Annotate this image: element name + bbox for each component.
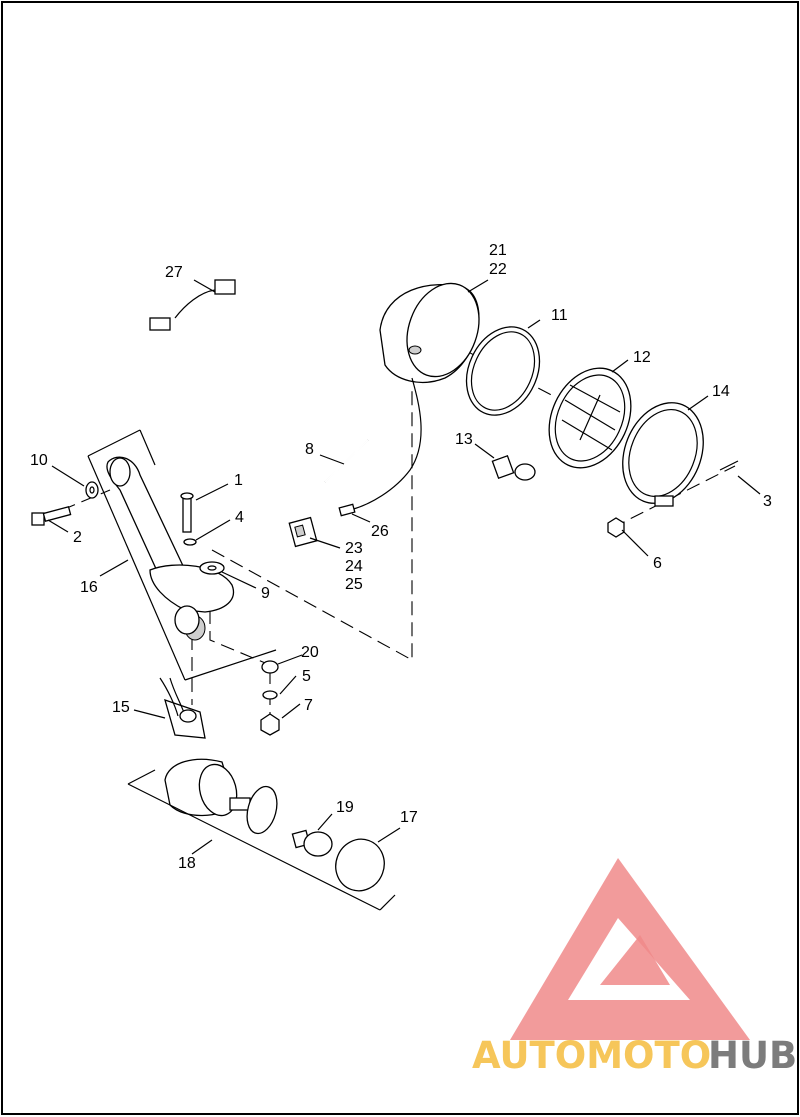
turn-signal-mount-15 — [159, 677, 206, 739]
bulb-13 — [491, 454, 536, 481]
washer-5 — [262, 690, 278, 700]
screw-3 — [719, 460, 739, 471]
watermark-text-2: HUB — [708, 1034, 797, 1077]
bracket-16 — [106, 456, 235, 641]
callout-4: 4 — [235, 509, 244, 526]
screw-2 — [31, 505, 72, 526]
callout-21: 21 — [489, 242, 507, 259]
callout-11: 11 — [551, 307, 568, 324]
callout-2: 2 — [73, 529, 82, 546]
callout-7: 7 — [304, 697, 313, 714]
callout-24: 24 — [345, 558, 363, 575]
washer-9 — [199, 561, 225, 575]
callout-labels: 21 22 27 11 12 14 8 13 10 1 3 4 2 26 23 … — [30, 242, 772, 872]
callout-3: 3 — [763, 493, 772, 510]
leader-lines — [47, 279, 761, 855]
washer-10 — [85, 481, 99, 499]
watermark-text-1: AUTOMOTO — [472, 1034, 711, 1077]
callout-19: 19 — [336, 799, 354, 816]
callout-10: 10 — [30, 452, 48, 469]
harness-27 — [149, 279, 236, 331]
trim-ring-11 — [465, 326, 541, 416]
washer-4 — [183, 538, 197, 546]
headlamp-housing — [349, 282, 480, 511]
callout-14: 14 — [712, 383, 730, 400]
callout-5: 5 — [302, 668, 311, 685]
nut-6 — [607, 517, 625, 538]
callout-26: 26 — [371, 523, 389, 540]
callout-15: 15 — [112, 699, 130, 716]
callout-12: 12 — [633, 349, 651, 366]
cable-tie-8 — [324, 439, 369, 483]
lens-17 — [335, 838, 385, 892]
bushing-20 — [261, 660, 279, 674]
callout-20: 20 — [301, 644, 319, 661]
callout-23: 23 — [345, 540, 363, 557]
nut-7 — [260, 713, 280, 736]
callout-13: 13 — [455, 431, 473, 448]
callout-25: 25 — [345, 576, 363, 593]
watermark-logo: AUTOMOTO HUB — [472, 858, 797, 1077]
callout-22: 22 — [489, 261, 507, 278]
connector-23 — [288, 516, 318, 548]
trim-ring-14 — [622, 402, 704, 507]
bracket-frame-lines — [87, 429, 277, 681]
watermark-triangle-core — [600, 935, 670, 985]
bulb-19 — [291, 829, 333, 857]
callout-18: 18 — [178, 855, 196, 872]
callout-1: 1 — [234, 472, 243, 489]
terminal-26 — [338, 503, 356, 517]
lens-12 — [548, 367, 632, 469]
callout-9: 9 — [261, 585, 270, 602]
callout-6: 6 — [653, 555, 662, 572]
callout-27: 27 — [165, 264, 183, 281]
bolt-1 — [180, 492, 194, 533]
callout-8: 8 — [305, 441, 314, 458]
turn-signal-housing-18 — [127, 758, 396, 911]
callout-17: 17 — [400, 809, 418, 826]
callout-16: 16 — [80, 579, 98, 596]
